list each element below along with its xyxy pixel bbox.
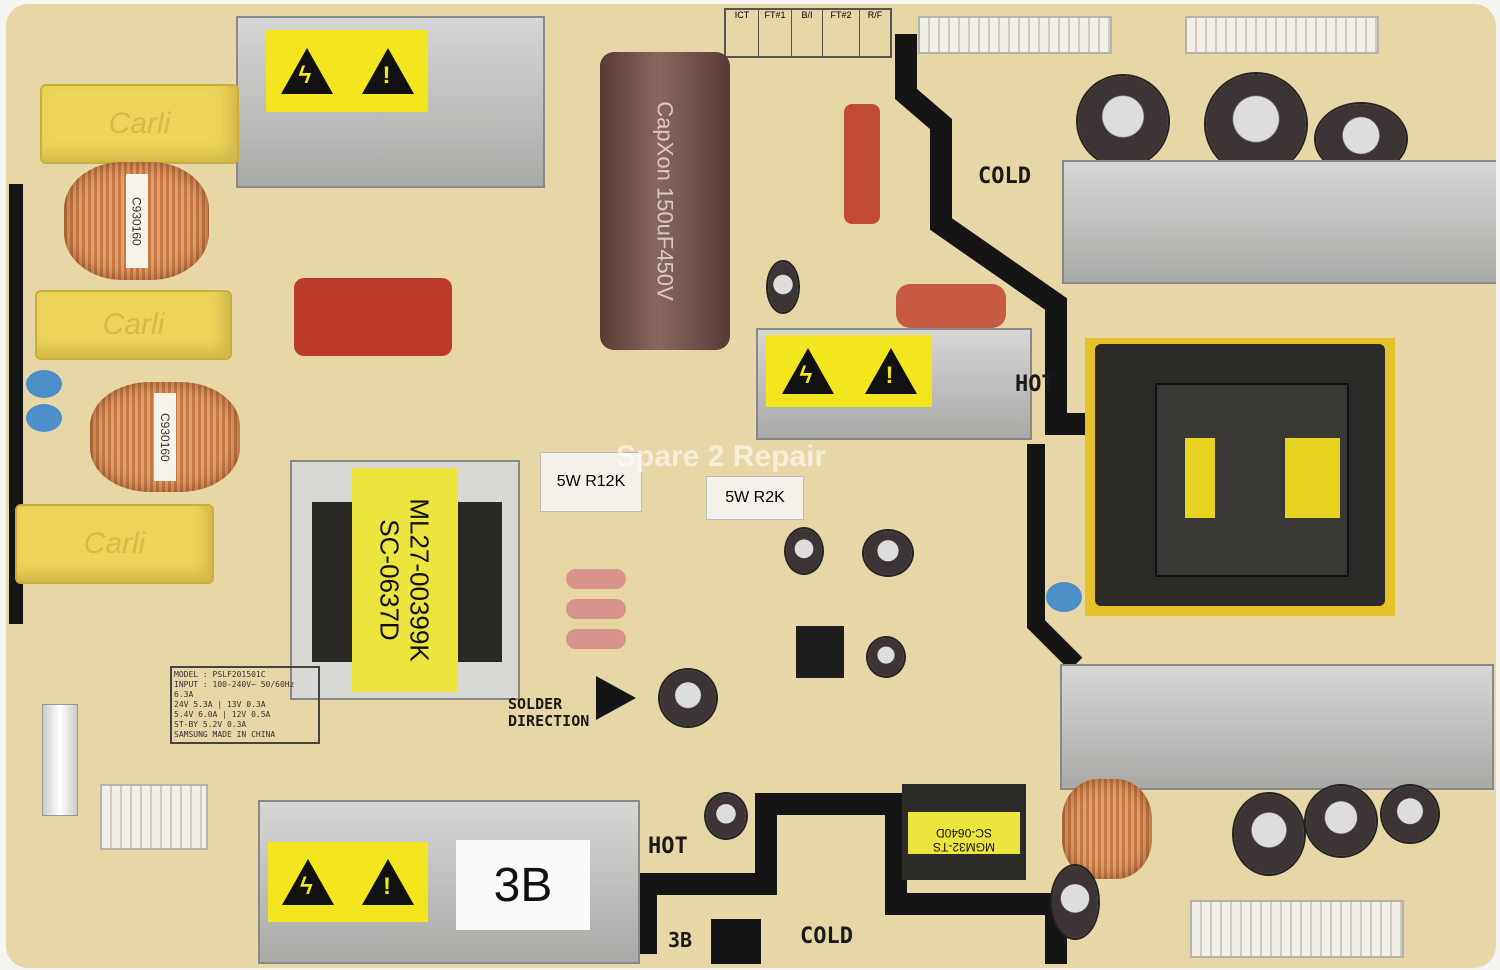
electrolytic-capacitor — [1306, 786, 1376, 856]
warning-label: ϟ ! — [268, 842, 428, 922]
filter-capacitor: Carli — [35, 290, 232, 360]
electrolytic-capacitor — [660, 670, 716, 726]
main-transformer — [1085, 338, 1395, 616]
filter-capacitor: Carli — [15, 504, 214, 584]
connector — [1190, 900, 1404, 958]
film-capacitor — [294, 278, 452, 356]
high-voltage-warning-icon: ϟ — [280, 48, 333, 94]
resistor — [566, 629, 626, 649]
heatsink-bottom-right — [1060, 664, 1494, 790]
ceramic-capacitor — [26, 404, 62, 432]
board-code-silkscreen: 3B — [668, 928, 693, 952]
electrolytic-capacitor — [1234, 794, 1304, 874]
fuse — [42, 704, 78, 816]
resistor — [566, 569, 626, 589]
heatsink-top-right — [1062, 160, 1496, 284]
filter-capacitor: Carli — [40, 84, 239, 164]
watermark: Spare 2 Repair — [616, 440, 827, 473]
electrolytic-capacitor — [1382, 786, 1438, 842]
electrolytic-capacitor — [1206, 74, 1306, 174]
connector — [1185, 16, 1379, 54]
power-resistor: 5W R12K — [540, 452, 642, 512]
electrolytic-capacitor — [706, 794, 746, 838]
warning-label: ϟ ! — [266, 30, 428, 112]
resistor — [566, 599, 626, 619]
electrolytic-capacitor — [768, 262, 798, 312]
power-resistor: 5W R2K — [706, 476, 804, 520]
small-transformer: MGM32-TS SC-0640D — [902, 784, 1026, 880]
film-capacitor — [844, 104, 880, 224]
caution-warning-icon: ! — [864, 348, 917, 394]
output-inductor — [1062, 779, 1152, 879]
common-mode-choke: C930160 — [90, 382, 240, 492]
electrolytic-capacitor — [868, 638, 904, 676]
test-header: R/F — [867, 10, 883, 20]
model-label: MODEL : PSLF201501C INPUT : 100-240V~ 50… — [170, 666, 320, 744]
test-header: ICT — [726, 10, 759, 56]
electrolytic-capacitor — [786, 529, 822, 573]
main-electrolytic-capacitor: CapXon 150uF450V — [600, 52, 730, 350]
ic-chip — [796, 626, 844, 678]
high-voltage-warning-icon: ϟ — [282, 859, 334, 905]
caution-warning-icon: ! — [362, 859, 414, 905]
test-header: FT#1 — [759, 10, 792, 56]
high-voltage-warning-icon: ϟ — [781, 348, 834, 394]
ceramic-capacitor — [26, 370, 62, 398]
hot-zone-label: HOT — [648, 834, 688, 859]
board-code-sticker: 3B — [456, 840, 590, 930]
solder-direction-label: SOLDER DIRECTION — [508, 695, 590, 730]
electrolytic-capacitor — [1052, 866, 1098, 938]
common-mode-choke: C930160 — [64, 162, 209, 280]
connector — [918, 16, 1112, 54]
cold-zone-label: COLD — [978, 164, 1031, 189]
solder-direction-arrow-icon — [596, 676, 636, 720]
caution-warning-icon: ! — [361, 48, 414, 94]
ac-input-connector — [100, 784, 208, 850]
test-header: FT#2 — [823, 10, 860, 56]
test-table: ICT FT#1 B/I FT#2 R/F — [724, 8, 892, 58]
warning-label: ϟ ! — [766, 335, 932, 407]
film-capacitor — [896, 284, 1006, 328]
standby-transformer: ML27-00399K SC-0637D — [290, 460, 520, 700]
test-header: B/I — [792, 10, 823, 56]
hot-zone-label: HOT — [1015, 372, 1055, 397]
electrolytic-capacitor — [1078, 76, 1168, 166]
power-supply-board: ϟ ! ICT FT#1 B/I FT#2 R/F Carli Carli Ca… — [6, 4, 1496, 968]
electrolytic-capacitor — [864, 531, 912, 575]
cold-zone-label: COLD — [800, 924, 853, 949]
ceramic-capacitor — [1046, 582, 1082, 612]
